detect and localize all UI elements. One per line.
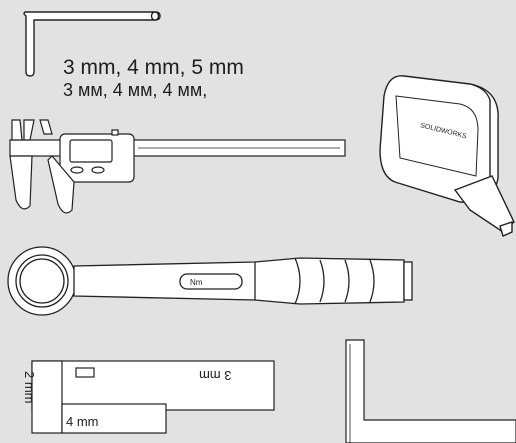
gauge-label-2mm: 2 mm — [22, 371, 37, 404]
allen-key-sizes-en: 3 mm, 4 mm, 5 mm — [63, 56, 244, 79]
l-square — [345, 339, 516, 443]
gauge-label-4mm: 4 mm — [66, 414, 99, 429]
thickness-gauge — [31, 360, 275, 434]
wrench-unit-label: Nm — [190, 278, 203, 287]
gauge-label-3mm: 3 mm — [199, 368, 232, 383]
torque-wrench — [7, 246, 413, 316]
allen-key — [23, 11, 161, 77]
digital-caliper — [9, 119, 346, 214]
allen-key-sizes-ru: 3 мм, 4 мм, 4 мм, — [63, 80, 208, 100]
tape-measure: SOLIDWORKS — [379, 75, 515, 237]
